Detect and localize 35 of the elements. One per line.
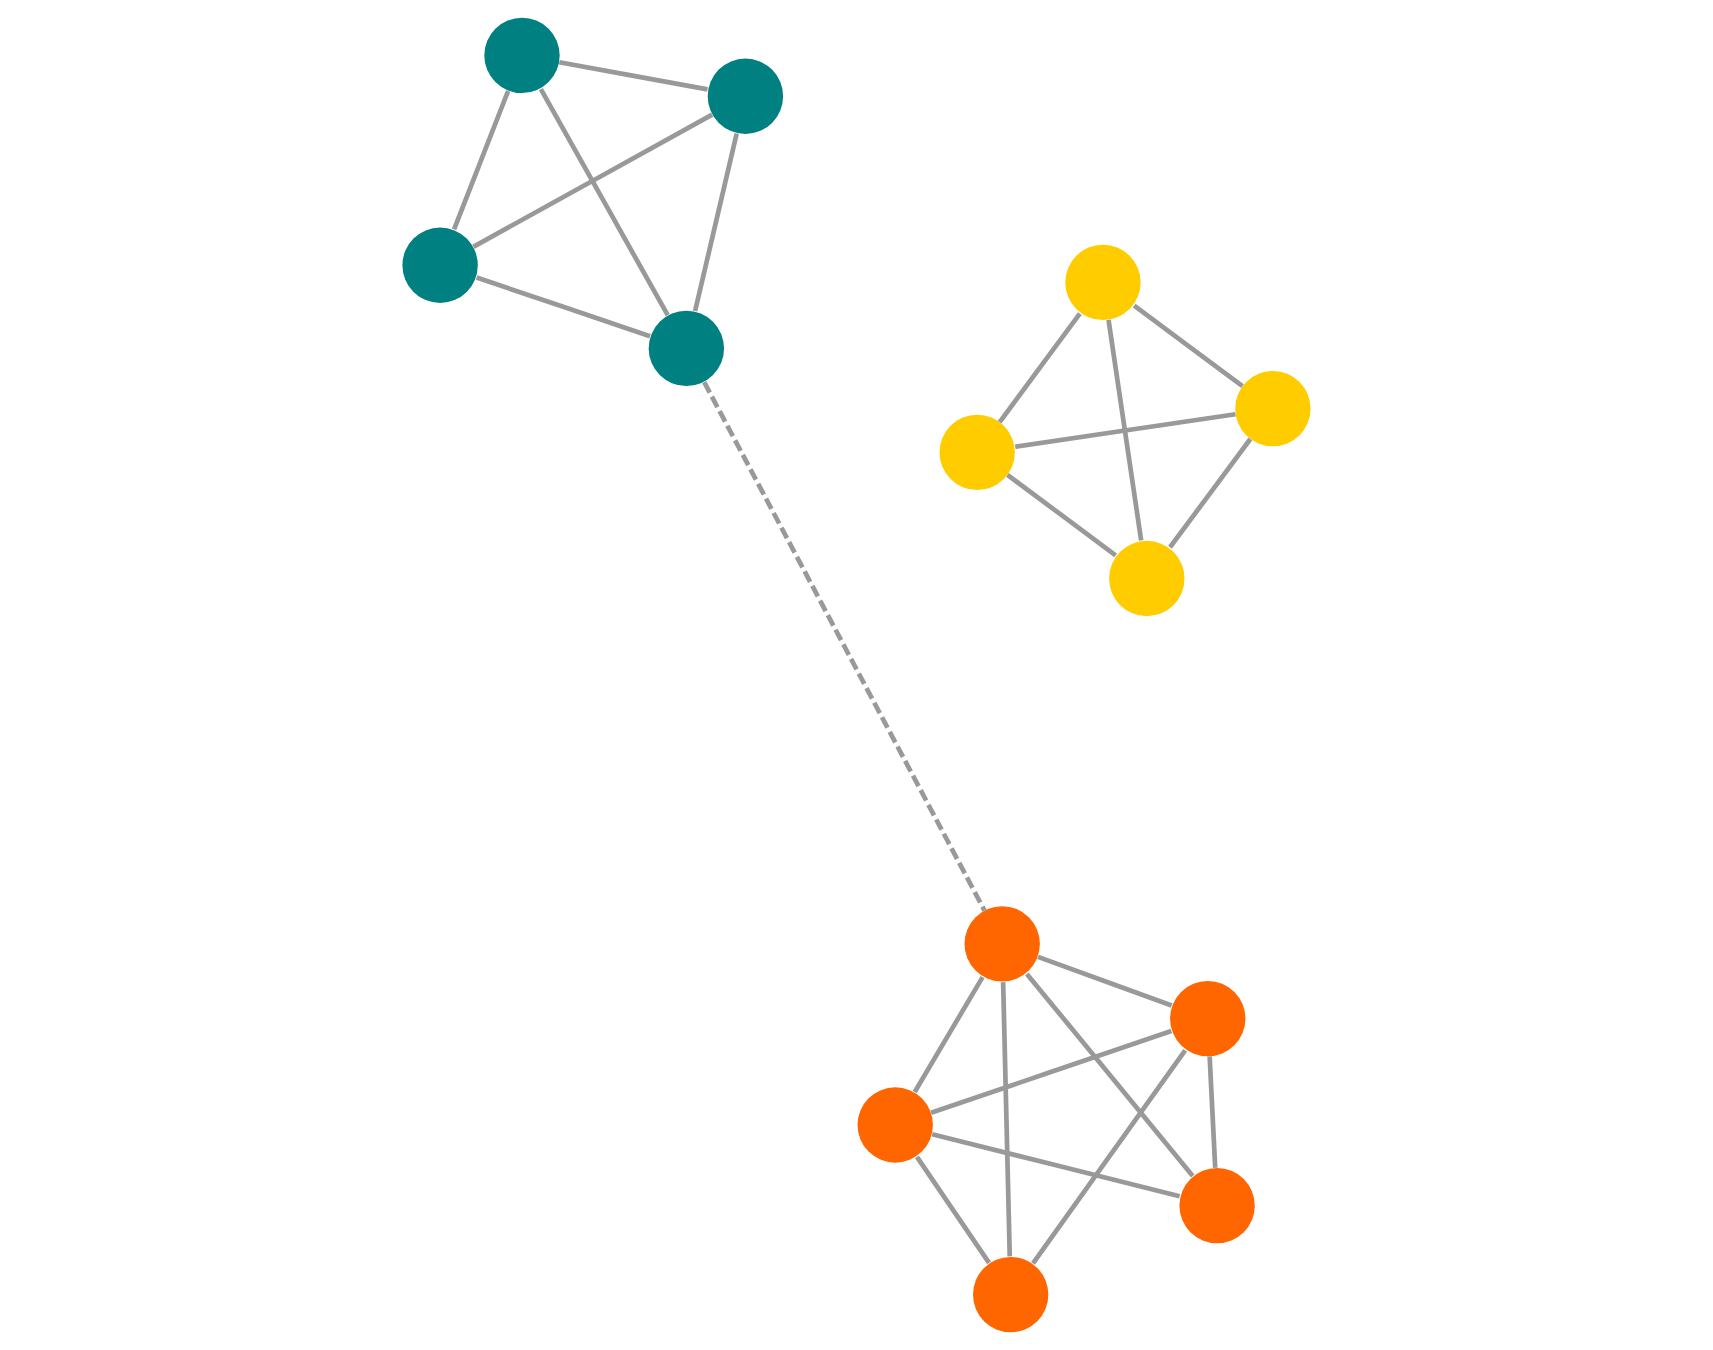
connector	[930, 1028, 1173, 1115]
node-circle	[402, 227, 478, 303]
connector	[1000, 982, 1013, 1257]
connector	[1106, 319, 1144, 541]
node-circle	[648, 310, 725, 387]
connector	[538, 87, 670, 317]
node-circle	[1170, 980, 1246, 1057]
connector	[931, 1131, 1181, 1199]
node-circle	[939, 414, 1015, 491]
connector	[472, 112, 714, 249]
connector	[1006, 473, 1117, 558]
node-circle	[484, 17, 560, 94]
connector	[1037, 954, 1173, 1008]
node-circle	[964, 906, 1040, 982]
node-circle	[1065, 244, 1141, 321]
connector	[915, 1155, 991, 1265]
node-circle	[973, 1256, 1049, 1333]
connector	[451, 90, 511, 231]
connector	[912, 975, 985, 1094]
connector	[692, 132, 739, 312]
connector	[1168, 437, 1253, 549]
connector	[1031, 1048, 1188, 1265]
node-circle	[857, 1087, 933, 1163]
node-circle	[1179, 1167, 1255, 1244]
connector	[558, 59, 708, 92]
connector	[1014, 411, 1236, 450]
connector	[1132, 303, 1244, 388]
node-circle	[707, 58, 784, 134]
node-circle	[1235, 370, 1311, 447]
connector	[1207, 1056, 1218, 1168]
connector	[1025, 972, 1195, 1178]
connector	[997, 312, 1082, 424]
node-circle	[1109, 540, 1185, 617]
connector	[475, 275, 651, 339]
connector	[702, 381, 987, 912]
